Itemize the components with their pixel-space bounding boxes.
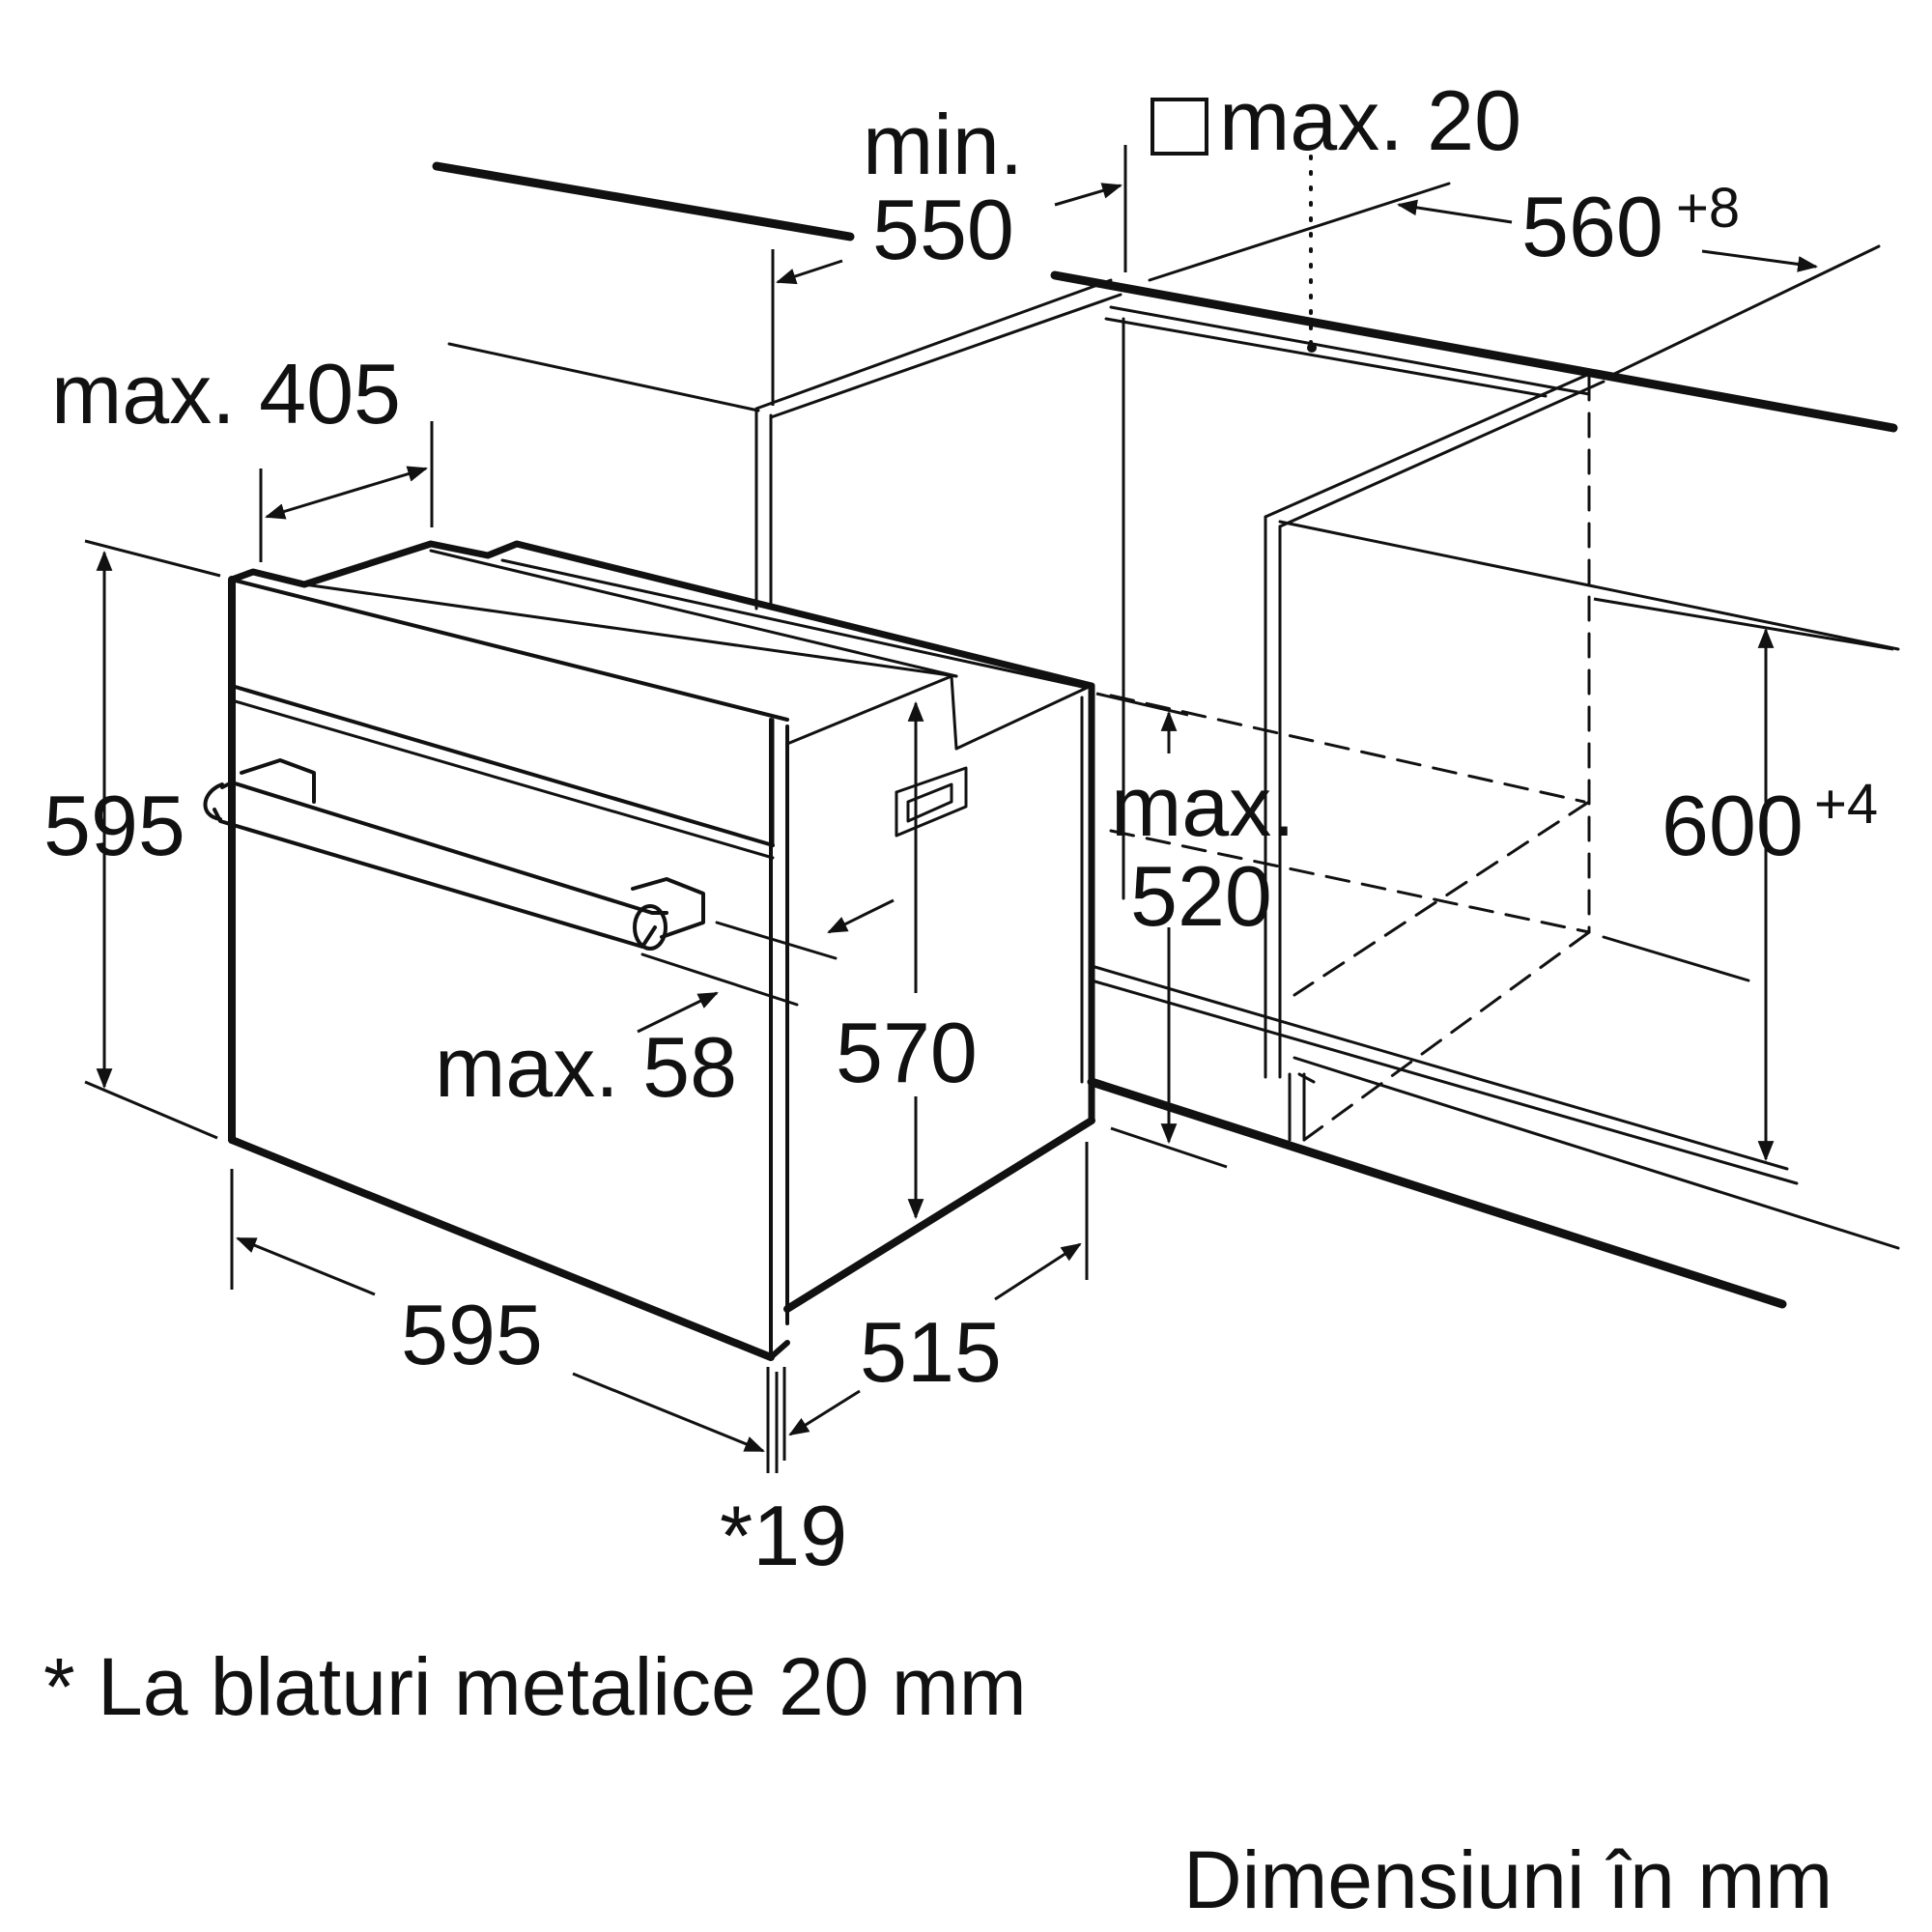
dim-560-tolerance: +8	[1676, 177, 1740, 240]
worktop-back-line	[1148, 182, 1451, 282]
oven-top-outline	[228, 540, 1095, 690]
control-panel-bottom-2	[230, 698, 775, 860]
dim-550-value: 550	[872, 182, 1014, 277]
cabinet-floor-line-3	[1293, 1056, 1900, 1250]
worktop-front-edge	[1050, 270, 1898, 433]
dim-600-value: 600	[1662, 778, 1804, 873]
dim-min-label: min.	[863, 97, 1023, 192]
dim-520-value: 520	[1130, 848, 1272, 944]
dim-max20: max. 20	[1219, 72, 1521, 168]
oven-front-bottom	[228, 1136, 775, 1361]
dim-405-line	[264, 466, 429, 520]
dimension-lines	[84, 145, 1894, 1473]
plinth-line	[1087, 1077, 1787, 1309]
oven-front-top	[230, 578, 789, 722]
footnote: * La blaturi metalice 20 mm	[43, 1641, 1027, 1732]
floor-line-right	[1297, 1072, 1316, 1084]
oven-side-bottom	[783, 1117, 1095, 1313]
cabinet-right-top-edge	[1264, 370, 1596, 519]
control-panel-bottom	[230, 684, 775, 847]
oven-side-step	[950, 674, 1089, 751]
oven-bottom-corner	[768, 1340, 790, 1360]
dim-595h-ext-bottom	[84, 1080, 218, 1140]
cabinet-floor-line-2	[1090, 979, 1799, 1185]
dim-max520-label: max.	[1111, 758, 1295, 854]
dim-max58: max. 58	[435, 1019, 737, 1115]
square-symbol-icon	[1151, 98, 1208, 156]
cabinet-right-top-edge-2	[1278, 380, 1605, 528]
dim-515-value: 515	[860, 1304, 1002, 1400]
hidden-cavity-lines	[1109, 375, 1591, 1142]
oven-top-back-edge	[302, 582, 958, 678]
dim-600-ext-top	[1593, 597, 1894, 651]
cabinet-left-top-edge	[754, 278, 1113, 411]
oven-top-inner-edge	[429, 549, 958, 678]
oven-top-surface-edge	[500, 558, 1089, 690]
handle-depth-ref-2	[640, 952, 799, 1007]
dim-550-line-b	[1054, 183, 1123, 207]
dim-595w-line-a	[236, 1236, 376, 1296]
dim-515-line-b	[994, 1242, 1082, 1301]
dim-595-height: 595	[43, 778, 185, 873]
cabinet-left-top	[447, 342, 760, 412]
dim-560-value: 560	[1521, 179, 1663, 274]
dim-560-line-b	[1701, 249, 1819, 272]
dim-595w-line-b	[572, 1372, 765, 1453]
dim-595-width: 595	[401, 1287, 543, 1382]
worktop-underside-line-2	[1104, 317, 1548, 398]
oven-handle	[203, 758, 705, 951]
cabinet-right-panel-bottom	[1602, 935, 1750, 982]
oven-side-vent	[895, 766, 968, 838]
dim-560-line-a	[1396, 199, 1513, 224]
dim-520-ext-top	[1095, 692, 1189, 717]
dim-58-arrow	[637, 991, 719, 1034]
dim-550-line-a	[776, 259, 843, 285]
dim-520-ext-bottom	[1110, 1126, 1228, 1169]
oven	[203, 540, 1095, 1361]
oven-side-vent-inner	[906, 782, 953, 823]
unit-note: Dimensiuni în mm	[1183, 1834, 1833, 1925]
worktop-right-line	[1606, 244, 1881, 379]
centre-dot	[1307, 343, 1317, 353]
dim-515-line-a	[788, 1389, 861, 1436]
worktop-underside-line	[1109, 305, 1591, 396]
dim-600-tolerance: +4	[1814, 773, 1878, 836]
handle-depth-ref-1	[715, 921, 838, 960]
dim-58-arrow-2	[827, 898, 895, 934]
dimension-labels: min. 550 max. 20 560 +8 max. 405 595 600…	[43, 72, 1878, 1583]
cabinet-left-top-edge-2	[769, 293, 1122, 419]
dim-570-value: 570	[836, 1005, 978, 1100]
oven-side-top	[785, 674, 953, 746]
dim-595h-ext-top	[84, 539, 221, 578]
worktop-left-line	[432, 161, 855, 242]
dim-star-19: *19	[720, 1488, 847, 1583]
cabinet-drawing	[203, 155, 1900, 1361]
cabinet-floor-line-1	[1090, 964, 1789, 1171]
cabinet-right-panel-top	[1278, 520, 1900, 651]
dim-max405: max. 405	[51, 346, 401, 441]
